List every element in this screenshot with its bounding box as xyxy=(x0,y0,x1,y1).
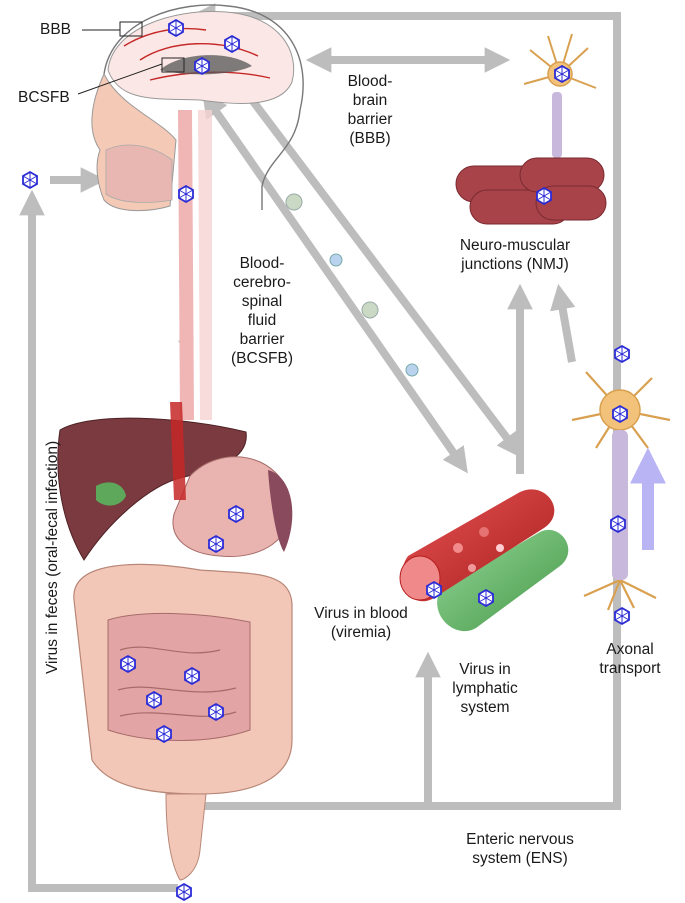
virus-icon xyxy=(22,171,38,189)
small-intestine xyxy=(107,612,251,741)
virus-icon xyxy=(146,691,162,709)
bcsfb-label: BCSFB xyxy=(18,89,70,106)
virus-icon xyxy=(536,187,552,205)
lymph-vessel xyxy=(437,529,569,632)
vessels xyxy=(399,489,569,632)
ens-label: Enteric nervous system (ENS) xyxy=(466,831,574,867)
feces-label: Virus in feces (oral-fecal infection) xyxy=(44,440,61,674)
spleen xyxy=(268,470,293,552)
bcsfb-box xyxy=(161,57,185,73)
immune-cell xyxy=(405,363,419,377)
virus-icon xyxy=(120,655,136,673)
virus-lymph-label: Virus in lymphatic system xyxy=(452,661,518,716)
virus-icon xyxy=(614,607,630,625)
head-outline xyxy=(103,4,304,210)
muscle-fibers xyxy=(455,157,607,225)
virus-icon xyxy=(208,703,224,721)
lower-neuron xyxy=(571,371,671,611)
virus-icon xyxy=(156,725,172,743)
virus-icon xyxy=(168,19,184,37)
immune-cell xyxy=(361,301,379,319)
virus-icon xyxy=(554,65,570,83)
virus-icon xyxy=(612,405,628,423)
stomach xyxy=(172,456,292,558)
immune-cells xyxy=(285,193,419,377)
top-neuron xyxy=(523,33,597,89)
brain-blood-arrow-2 xyxy=(233,75,523,459)
virus-blood-label: Virus in blood (viremia) xyxy=(314,605,408,641)
virus-icon xyxy=(614,345,630,363)
esophagus xyxy=(178,110,194,420)
bbb-label: BBB xyxy=(40,21,72,38)
nmj-label: Neuro-muscular junctions (NMJ) xyxy=(459,237,571,273)
virus-icon xyxy=(194,57,210,75)
virus-icon xyxy=(224,35,240,53)
gallbladder xyxy=(96,482,126,506)
blood-brain-barrier-label: Blood- brain barrier (BBB) xyxy=(347,73,393,147)
lower-axon xyxy=(612,430,628,580)
virus-icon xyxy=(176,883,192,901)
feces-loop-arrow xyxy=(19,189,178,892)
aorta xyxy=(170,402,186,500)
virus-icon xyxy=(426,581,442,599)
axonal-transport-label: Axonal transport xyxy=(599,641,661,677)
head-brain xyxy=(77,4,304,420)
virus-icon xyxy=(178,185,194,203)
immune-cell xyxy=(329,253,343,267)
virus-icon xyxy=(478,589,494,607)
virus-icon xyxy=(208,535,224,553)
bbb-box xyxy=(119,21,143,37)
neuron-to-nmj-arrow xyxy=(550,283,576,363)
virus-icon xyxy=(610,515,626,533)
bcsf-barrier-label: Blood- cerebro- spinal fluid barrier (BC… xyxy=(231,255,293,367)
rectum xyxy=(165,793,207,881)
virus-icon xyxy=(228,505,244,523)
top-axon xyxy=(552,92,562,158)
nmj-illustration xyxy=(455,33,607,225)
virus-icon xyxy=(184,667,200,685)
immune-cell xyxy=(285,193,303,211)
